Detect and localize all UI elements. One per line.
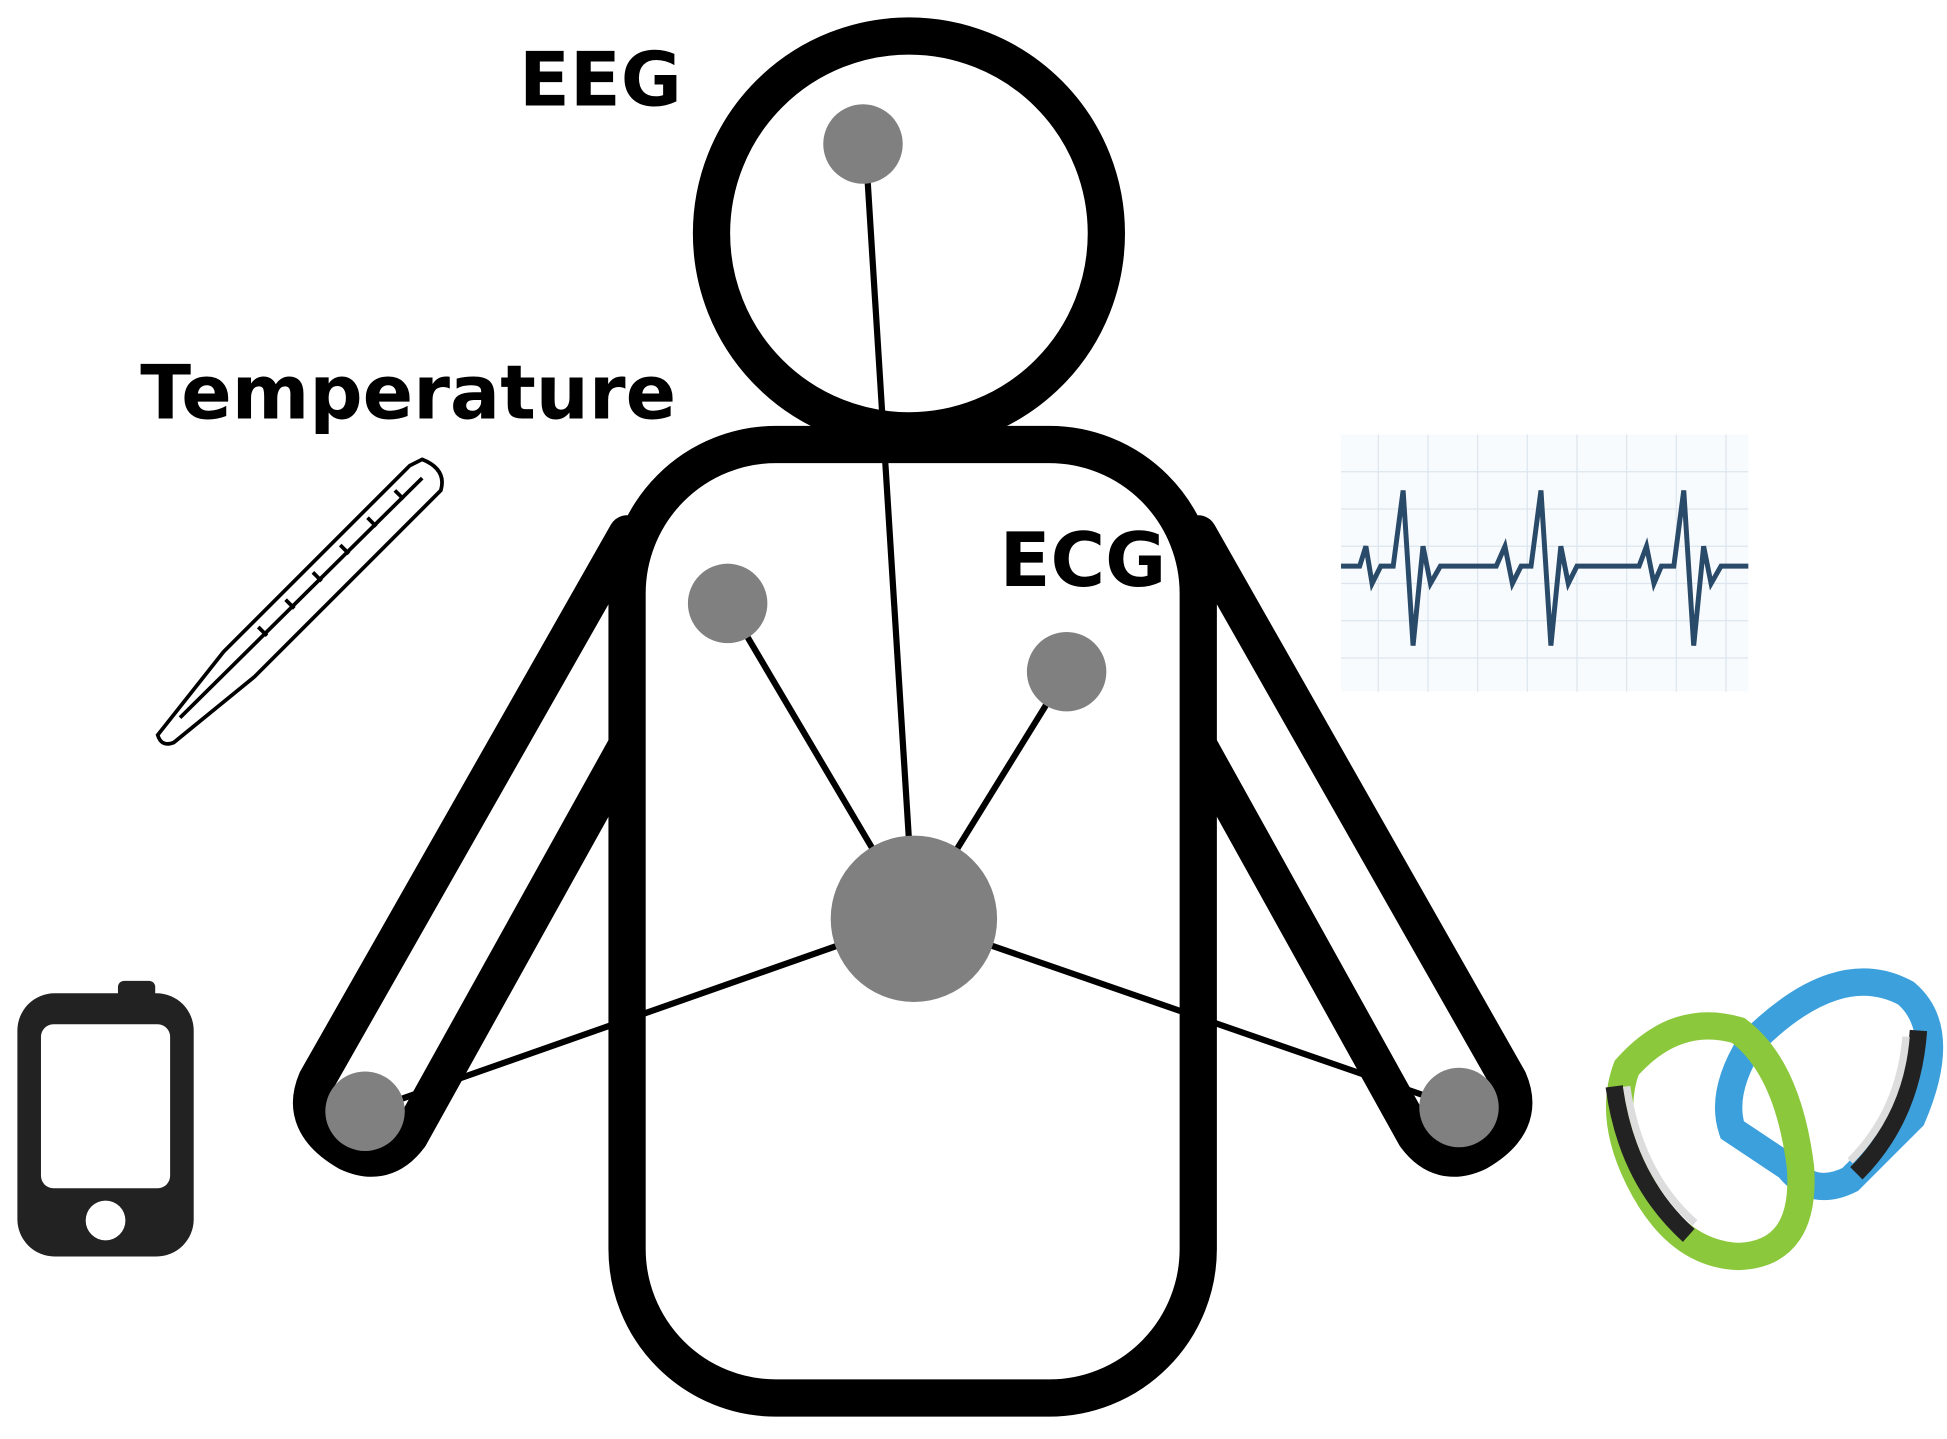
ecg-sensor-right	[1026, 631, 1107, 712]
smartphone-icon	[17, 980, 194, 1257]
wire-right-wrist	[912, 915, 1461, 1111]
eeg-label: EEG	[519, 37, 682, 124]
eeg-sensor	[823, 104, 903, 184]
sensor-wires	[365, 146, 1461, 1115]
thermometer-icon	[155, 457, 444, 746]
wristband-icon	[1605, 968, 1943, 1271]
ecg-sensor-left	[687, 563, 768, 644]
wire-left-wrist	[365, 915, 915, 1115]
right-arm	[1179, 515, 1533, 1177]
right-wrist-sensor	[1419, 1067, 1499, 1148]
temperature-label: Temperature	[140, 349, 676, 436]
left-arm	[292, 515, 646, 1177]
ecg-waveform-icon	[1341, 434, 1749, 692]
left-wrist-sensor	[325, 1071, 405, 1151]
sensors	[325, 104, 1499, 1151]
head	[692, 17, 1125, 450]
ecg-label: ECG	[1000, 517, 1167, 604]
wire-eeg	[862, 146, 917, 919]
hub-sensor	[830, 835, 998, 1002]
